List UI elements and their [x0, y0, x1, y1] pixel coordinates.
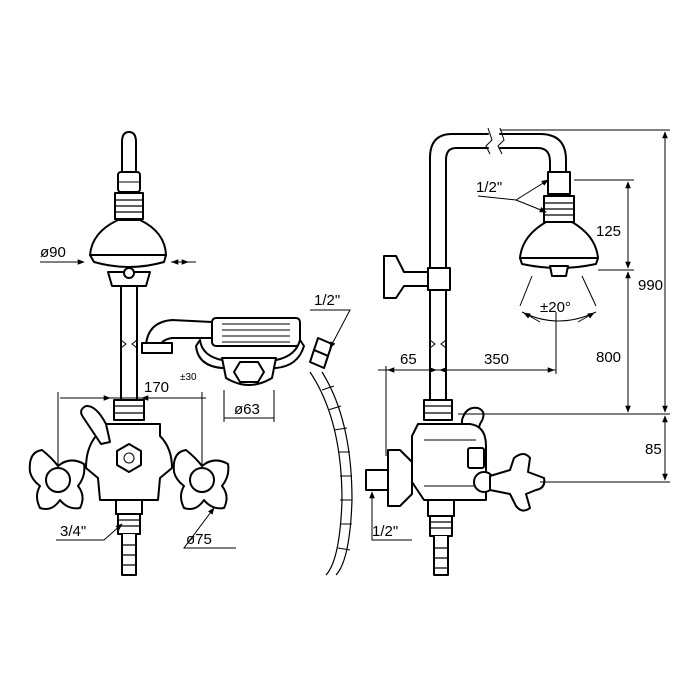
dim-800: 800: [596, 349, 621, 366]
diverter-lever: [80, 404, 111, 445]
left-cross-handle: [28, 449, 86, 510]
dim-65: 65: [400, 351, 417, 368]
front-view: [28, 131, 230, 576]
dim-angle-20: ±20°: [540, 299, 571, 316]
dim-half-inch-head: 1/2": [476, 179, 502, 196]
side-shower-head: [519, 221, 599, 259]
dim-half-inch-hose: 1/2": [314, 292, 340, 309]
wall-inlet-stub: [365, 469, 389, 491]
shower-head: [89, 219, 167, 256]
dim-d90: ø90: [40, 244, 66, 261]
side-mixer-body: [411, 423, 487, 501]
dim-three-quarter-inch: 3/4": [60, 523, 86, 540]
dimensions: [40, 129, 670, 549]
dim-350: 350: [484, 351, 509, 368]
side-outlet-coupling: [427, 499, 455, 517]
hand-shower-head: [211, 317, 301, 347]
riser-base-nut: [113, 399, 145, 421]
wall-eccentric: [387, 449, 413, 507]
riser-top-cap: [121, 131, 137, 173]
dim-d75: ø75: [186, 531, 212, 548]
diverter-hex: [116, 443, 142, 473]
outlet-coupling: [115, 499, 143, 515]
hand-shower-view: [141, 317, 353, 576]
dim-85: 85: [645, 441, 662, 458]
dim-990: 990: [638, 277, 663, 294]
side-hose-stub: [433, 535, 449, 576]
dim-125: 125: [596, 223, 621, 240]
side-wall-bracket: [383, 255, 429, 299]
dim-half-inch-inlet: 1/2": [372, 523, 398, 540]
side-head-nut: [547, 171, 571, 195]
side-view: [365, 127, 599, 576]
side-riser-base-nut: [423, 399, 453, 421]
dim-d63: ø63: [234, 401, 260, 418]
riser-pipe: [120, 285, 138, 401]
side-riser-pipe: [429, 289, 447, 401]
right-cross-handle: [172, 449, 230, 510]
side-cross-handle: [489, 453, 546, 512]
dim-tolerance-30: ±30: [180, 372, 197, 383]
flexible-hose: [321, 371, 353, 576]
dim-170: 170: [144, 379, 169, 396]
